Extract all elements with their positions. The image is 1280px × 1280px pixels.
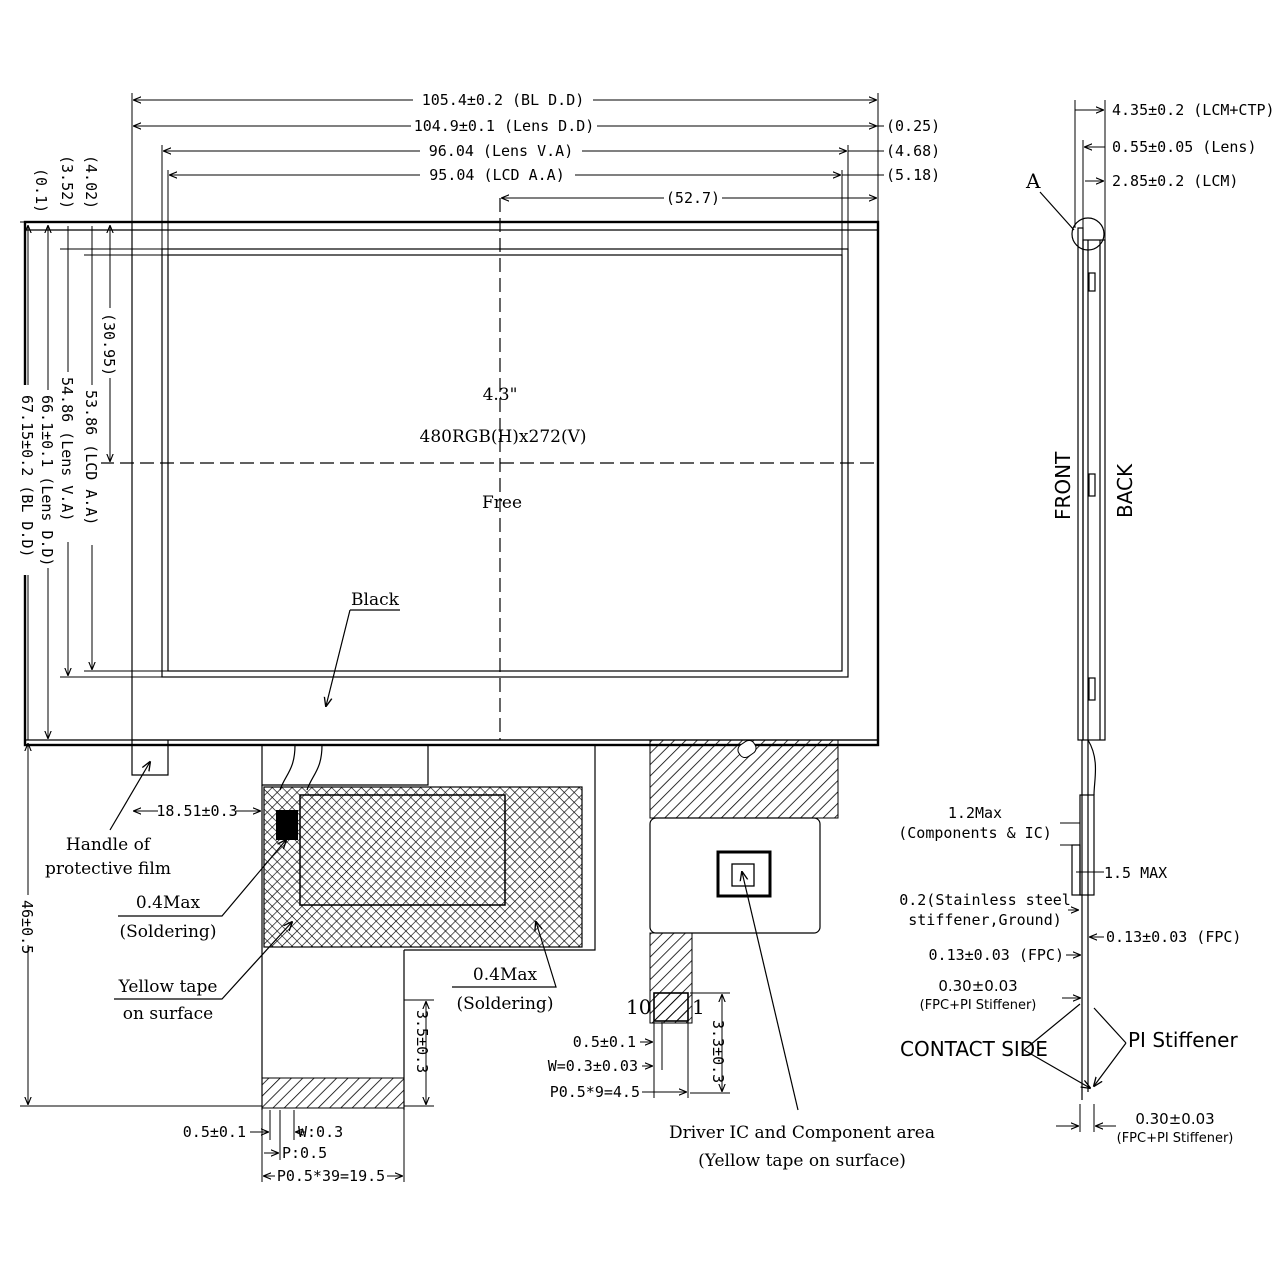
back-label: BACK xyxy=(1113,463,1137,518)
pitch-p-label: P:0.5 xyxy=(282,1144,327,1162)
fpc-height-label: 3.5±0.3 xyxy=(413,1010,431,1073)
pi-2-label-b: (FPC+PI Stiffener) xyxy=(1117,1131,1234,1146)
pi-2-label-a: 0.30±0.03 xyxy=(1135,1110,1214,1128)
offset-01-label: (0.1) xyxy=(32,168,50,213)
free-label: Free xyxy=(482,493,522,513)
pin-10-label: 10 xyxy=(626,995,651,1019)
comp-label-1: 1.2Max xyxy=(948,804,1002,822)
lens-dd-height-label: 66.1±0.1 (Lens D.D) xyxy=(38,395,56,567)
solder-1-label-a: 0.4Max xyxy=(136,893,201,913)
solder-1-label-b: (Soldering) xyxy=(120,922,217,942)
yellow-tape-area xyxy=(263,786,583,948)
lens-va-width-label: 96.04 (Lens V.A) xyxy=(429,142,574,160)
lcm-thickness-label: 2.85±0.2 (LCM) xyxy=(1112,172,1238,190)
comp-label-2: (Components & IC) xyxy=(898,824,1052,842)
lens-width-label: 104.9±0.1 (Lens D.D) xyxy=(414,117,595,135)
resolution-label: 480RGB(H)x272(V) xyxy=(420,427,587,447)
center-y-label: (30.95) xyxy=(100,313,118,376)
total-height-label: 46±0.5 xyxy=(18,900,36,954)
tape-label-2: on surface xyxy=(123,1004,213,1024)
max-15-label: 1.5 MAX xyxy=(1104,864,1167,882)
lcd-aa-width-label: 95.04 (LCD A.A) xyxy=(429,166,564,184)
solder-2-label-a: 0.4Max xyxy=(473,965,538,985)
bl-dd-height-label: 67.15±0.2 (BL D.D) xyxy=(18,395,36,558)
handle-label-2: protective film xyxy=(45,859,171,879)
pitch-w-label: W:0.3 xyxy=(298,1123,343,1141)
pitch-total-label: P0.5*39=19.5 xyxy=(277,1167,385,1185)
solder-2-label-b: (Soldering) xyxy=(457,994,554,1014)
pin-1-label: 1 xyxy=(692,995,705,1019)
total-thickness-label: 4.35±0.2 (LCM+CTP) xyxy=(1112,101,1275,119)
driver-contacts xyxy=(653,992,689,1022)
c-height-label: 3.3±0.3 xyxy=(709,1020,727,1083)
handle-dim-label: 18.51±0.3 xyxy=(156,802,237,820)
contact-side-label: CONTACT SIDE xyxy=(900,1037,1048,1061)
c-w-label: W=0.3±0.03 xyxy=(548,1057,638,1075)
pi-1-label-a: 0.30±0.03 xyxy=(938,977,1017,995)
side-view xyxy=(1071,217,1106,1100)
driver-label-1: Driver IC and Component area xyxy=(669,1123,935,1143)
lens-outline xyxy=(131,221,879,741)
pitch-a-label: 0.5±0.1 xyxy=(183,1123,246,1141)
c-total-label: P0.5*9=4.5 xyxy=(550,1083,640,1101)
fpc-left-label: 0.13±0.03 (FPC) xyxy=(929,946,1064,964)
front-label: FRONT xyxy=(1051,451,1075,520)
offset-402-label: (4.02) xyxy=(82,155,100,209)
fpc-right-label: 0.13±0.03 (FPC) xyxy=(1106,928,1241,946)
driver-label-2: (Yellow tape on surface) xyxy=(698,1151,906,1171)
tape-label-1: Yellow tape xyxy=(118,977,218,997)
offset-468-label: (4.68) xyxy=(886,142,940,160)
fpc-contacts xyxy=(261,1077,405,1109)
stiffener-label-1: 0.2(Stainless steel xyxy=(899,891,1071,909)
bl-width-label: 105.4±0.2 (BL D.D) xyxy=(422,91,585,109)
front-view xyxy=(23,198,880,1110)
offset-025-label: (0.25) xyxy=(886,117,940,135)
left-dimensions xyxy=(20,221,262,1107)
lens-va-height-label: 54.86 (Lens V.A) xyxy=(58,377,76,522)
lens-thickness-label: 0.55±0.05 (Lens) xyxy=(1112,138,1257,156)
offset-352-label: (3.52) xyxy=(58,155,76,209)
marker-a-label: A xyxy=(1025,169,1041,193)
display-size-label: 4.3" xyxy=(483,385,518,405)
handle-label-1: Handle of xyxy=(66,835,152,855)
pi-stiffener-label: PI Stiffener xyxy=(1128,1028,1238,1052)
c-a-label: 0.5±0.1 xyxy=(573,1033,636,1051)
lcd-aa-height-label: 53.86 (LCD A.A) xyxy=(82,390,100,525)
bl-outline xyxy=(23,220,880,747)
film-handle xyxy=(131,740,169,776)
offset-518-label: (5.18) xyxy=(886,166,940,184)
driver-ic xyxy=(716,850,772,898)
center-x-label: (52.7) xyxy=(666,189,720,207)
stiffener-label-2: stiffener,Ground) xyxy=(908,911,1062,929)
detail-a-circle xyxy=(1071,217,1105,251)
black-label: Black xyxy=(351,590,400,610)
pi-1-label-b: (FPC+PI Stiffener) xyxy=(920,998,1037,1013)
